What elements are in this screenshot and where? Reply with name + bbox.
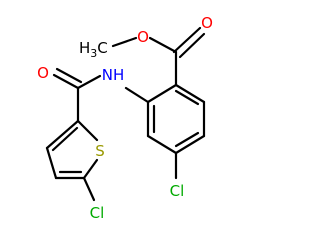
bond-thio-1 bbox=[76, 119, 99, 142]
bond-amide-carbonyl-1 bbox=[52, 73, 80, 90]
methyl-c: C bbox=[97, 39, 107, 57]
bond-ring-4 bbox=[174, 134, 206, 155]
ester-ether-oxygen: O bbox=[137, 28, 149, 46]
bond-thio-2 bbox=[82, 158, 99, 180]
bond-ring-3 bbox=[146, 134, 178, 155]
bond-thio-5 bbox=[45, 119, 80, 150]
thiophene-chlorine: Cl bbox=[90, 204, 105, 222]
atom-label-layer: O O H3C NH O S Cl Cl bbox=[37, 14, 213, 222]
bond-ester-carbonyl-2 bbox=[178, 32, 206, 59]
methyl-subscript: 3 bbox=[90, 47, 97, 60]
bond-ring-6 bbox=[174, 83, 206, 104]
bond-ring-inner-3 bbox=[174, 89, 200, 106]
molecule-diagram: O O H3C NH O S Cl Cl bbox=[37, 14, 213, 222]
amide-oxygen: O bbox=[37, 64, 49, 82]
ester-carbonyl-oxygen: O bbox=[201, 14, 213, 32]
bond-ring-inner-2 bbox=[174, 131, 200, 148]
bond-thio-4 bbox=[45, 146, 58, 180]
amide-nitrogen: NH bbox=[102, 66, 125, 84]
benzene-chlorine: Cl bbox=[170, 182, 185, 200]
bond-thio-cl bbox=[82, 176, 96, 202]
bond-ring-1 bbox=[146, 83, 178, 104]
bond-thio-inner-1 bbox=[51, 126, 79, 152]
bond-ring-nh bbox=[124, 86, 150, 104]
bond-ch3-o bbox=[111, 36, 138, 48]
bond-amide-carbonyl-2 bbox=[55, 67, 83, 84]
bond-nh-amide-carbon bbox=[76, 74, 102, 90]
bond-layer bbox=[45, 26, 206, 202]
bond-o-ester-carbon bbox=[148, 36, 178, 54]
bond-ester-carbonyl-1 bbox=[172, 26, 202, 54]
methyl-group: H3C bbox=[79, 39, 108, 60]
methyl-h: H bbox=[79, 39, 90, 57]
thiophene-sulfur: S bbox=[95, 142, 105, 160]
